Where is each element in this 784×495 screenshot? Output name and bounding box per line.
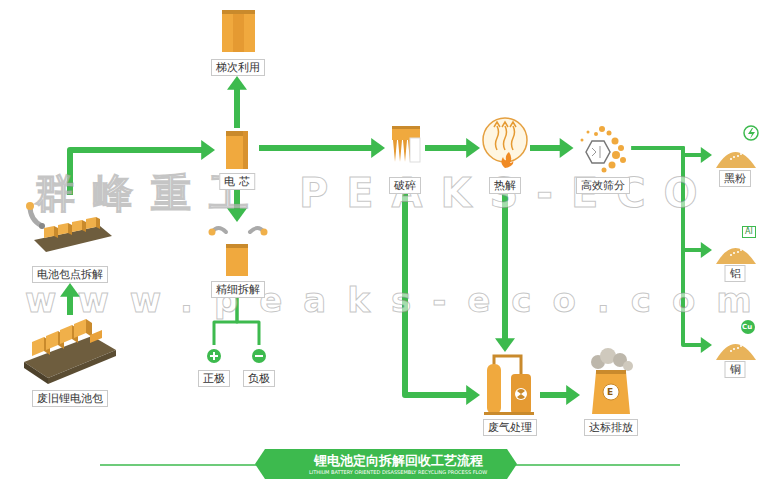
step-label: 精细拆解 [211, 281, 265, 298]
flow-arrow [540, 385, 580, 405]
step-label: 铜 [725, 361, 746, 378]
pyrolysis-icon [483, 118, 527, 168]
step-label: 电池包点拆解 [32, 266, 108, 283]
step-label: 废气处理 [483, 419, 537, 436]
arrow-head [566, 385, 580, 405]
process-step: 电池包点拆解 [20, 195, 120, 283]
battery-cell-icon [226, 131, 248, 169]
black-powder-icon [716, 126, 758, 168]
cell-stack-icon [222, 10, 255, 52]
step-label: 废旧锂电池包 [32, 390, 108, 407]
process-step: 梯次利用 [203, 6, 273, 76]
arrow-head [466, 385, 480, 405]
flow-arrow [425, 138, 480, 158]
flow-line [259, 145, 372, 151]
copper-powder-icon [716, 320, 756, 360]
arrow-head [701, 242, 712, 258]
process-step: 废气处理 [480, 352, 540, 436]
electrode-symbols [207, 349, 266, 363]
process-step: 铜 [712, 318, 758, 378]
flow-line [540, 392, 567, 398]
element-symbol: Cu [742, 322, 752, 332]
process-step: 废旧锂电池包 [20, 315, 120, 407]
arrow-head [495, 338, 515, 352]
aluminium-powder-icon [716, 248, 756, 264]
emission-symbol: E [607, 386, 613, 398]
step-label: 电 芯 [219, 173, 255, 190]
step-label: 负极 [243, 370, 275, 387]
step-label: 达标排放 [584, 419, 638, 436]
watermark: www.peaks-eco.com [25, 280, 773, 320]
step-label: 铝 [725, 265, 746, 282]
process-step: 破碎 [385, 122, 425, 194]
arrow-head [560, 138, 574, 158]
step-label: 黑粉 [719, 170, 751, 187]
flow-arrow [227, 76, 247, 128]
flow-arrow [530, 138, 574, 158]
step-label: 梯次利用 [211, 59, 265, 76]
gas-treatment-icon [484, 356, 534, 415]
arrow-head [227, 76, 247, 90]
emission-icon [591, 348, 633, 414]
process-step: 达标排放 [580, 352, 642, 436]
process-step: 电 芯 [215, 128, 259, 190]
flow-arrow [259, 138, 385, 158]
step-label: 破碎 [389, 177, 421, 194]
title-band: 锂电池定向拆解回收工艺流程LITHIUM BATTERY ORIENTED DI… [255, 449, 517, 479]
fine-disassembly-icon [209, 228, 268, 276]
battery-pack-icon [24, 319, 116, 384]
arrow-head [201, 140, 215, 160]
flow-arrow [495, 194, 515, 352]
flow-line [425, 145, 467, 151]
process-step: 热解 [480, 115, 530, 194]
step-label: 热解 [489, 177, 521, 194]
process-step: 黑粉 [712, 125, 758, 187]
crusher-icon [392, 126, 420, 162]
arrow-head [466, 138, 480, 158]
process-step: 铝 [712, 222, 758, 282]
process-step: 正极 [196, 345, 232, 387]
element-symbol: Al [742, 226, 756, 238]
sieve-icon [581, 126, 627, 173]
subtitle-text: LITHIUM BATTERY ORIENTED DISASSEMBLY REC… [309, 469, 487, 476]
flow-line [234, 89, 240, 128]
process-step: 精细拆解 [205, 222, 270, 298]
flow-line [530, 145, 561, 151]
process-step: 负极 [241, 345, 277, 387]
arrow-head [701, 147, 712, 163]
arrow-head [371, 138, 385, 158]
step-label: 高效筛分 [576, 177, 630, 194]
process-step: 高效筛分 [574, 120, 632, 194]
step-label: 正极 [198, 370, 230, 387]
title-text: 锂电池定向拆解回收工艺流程 [314, 453, 483, 469]
arrow-head [701, 337, 712, 353]
